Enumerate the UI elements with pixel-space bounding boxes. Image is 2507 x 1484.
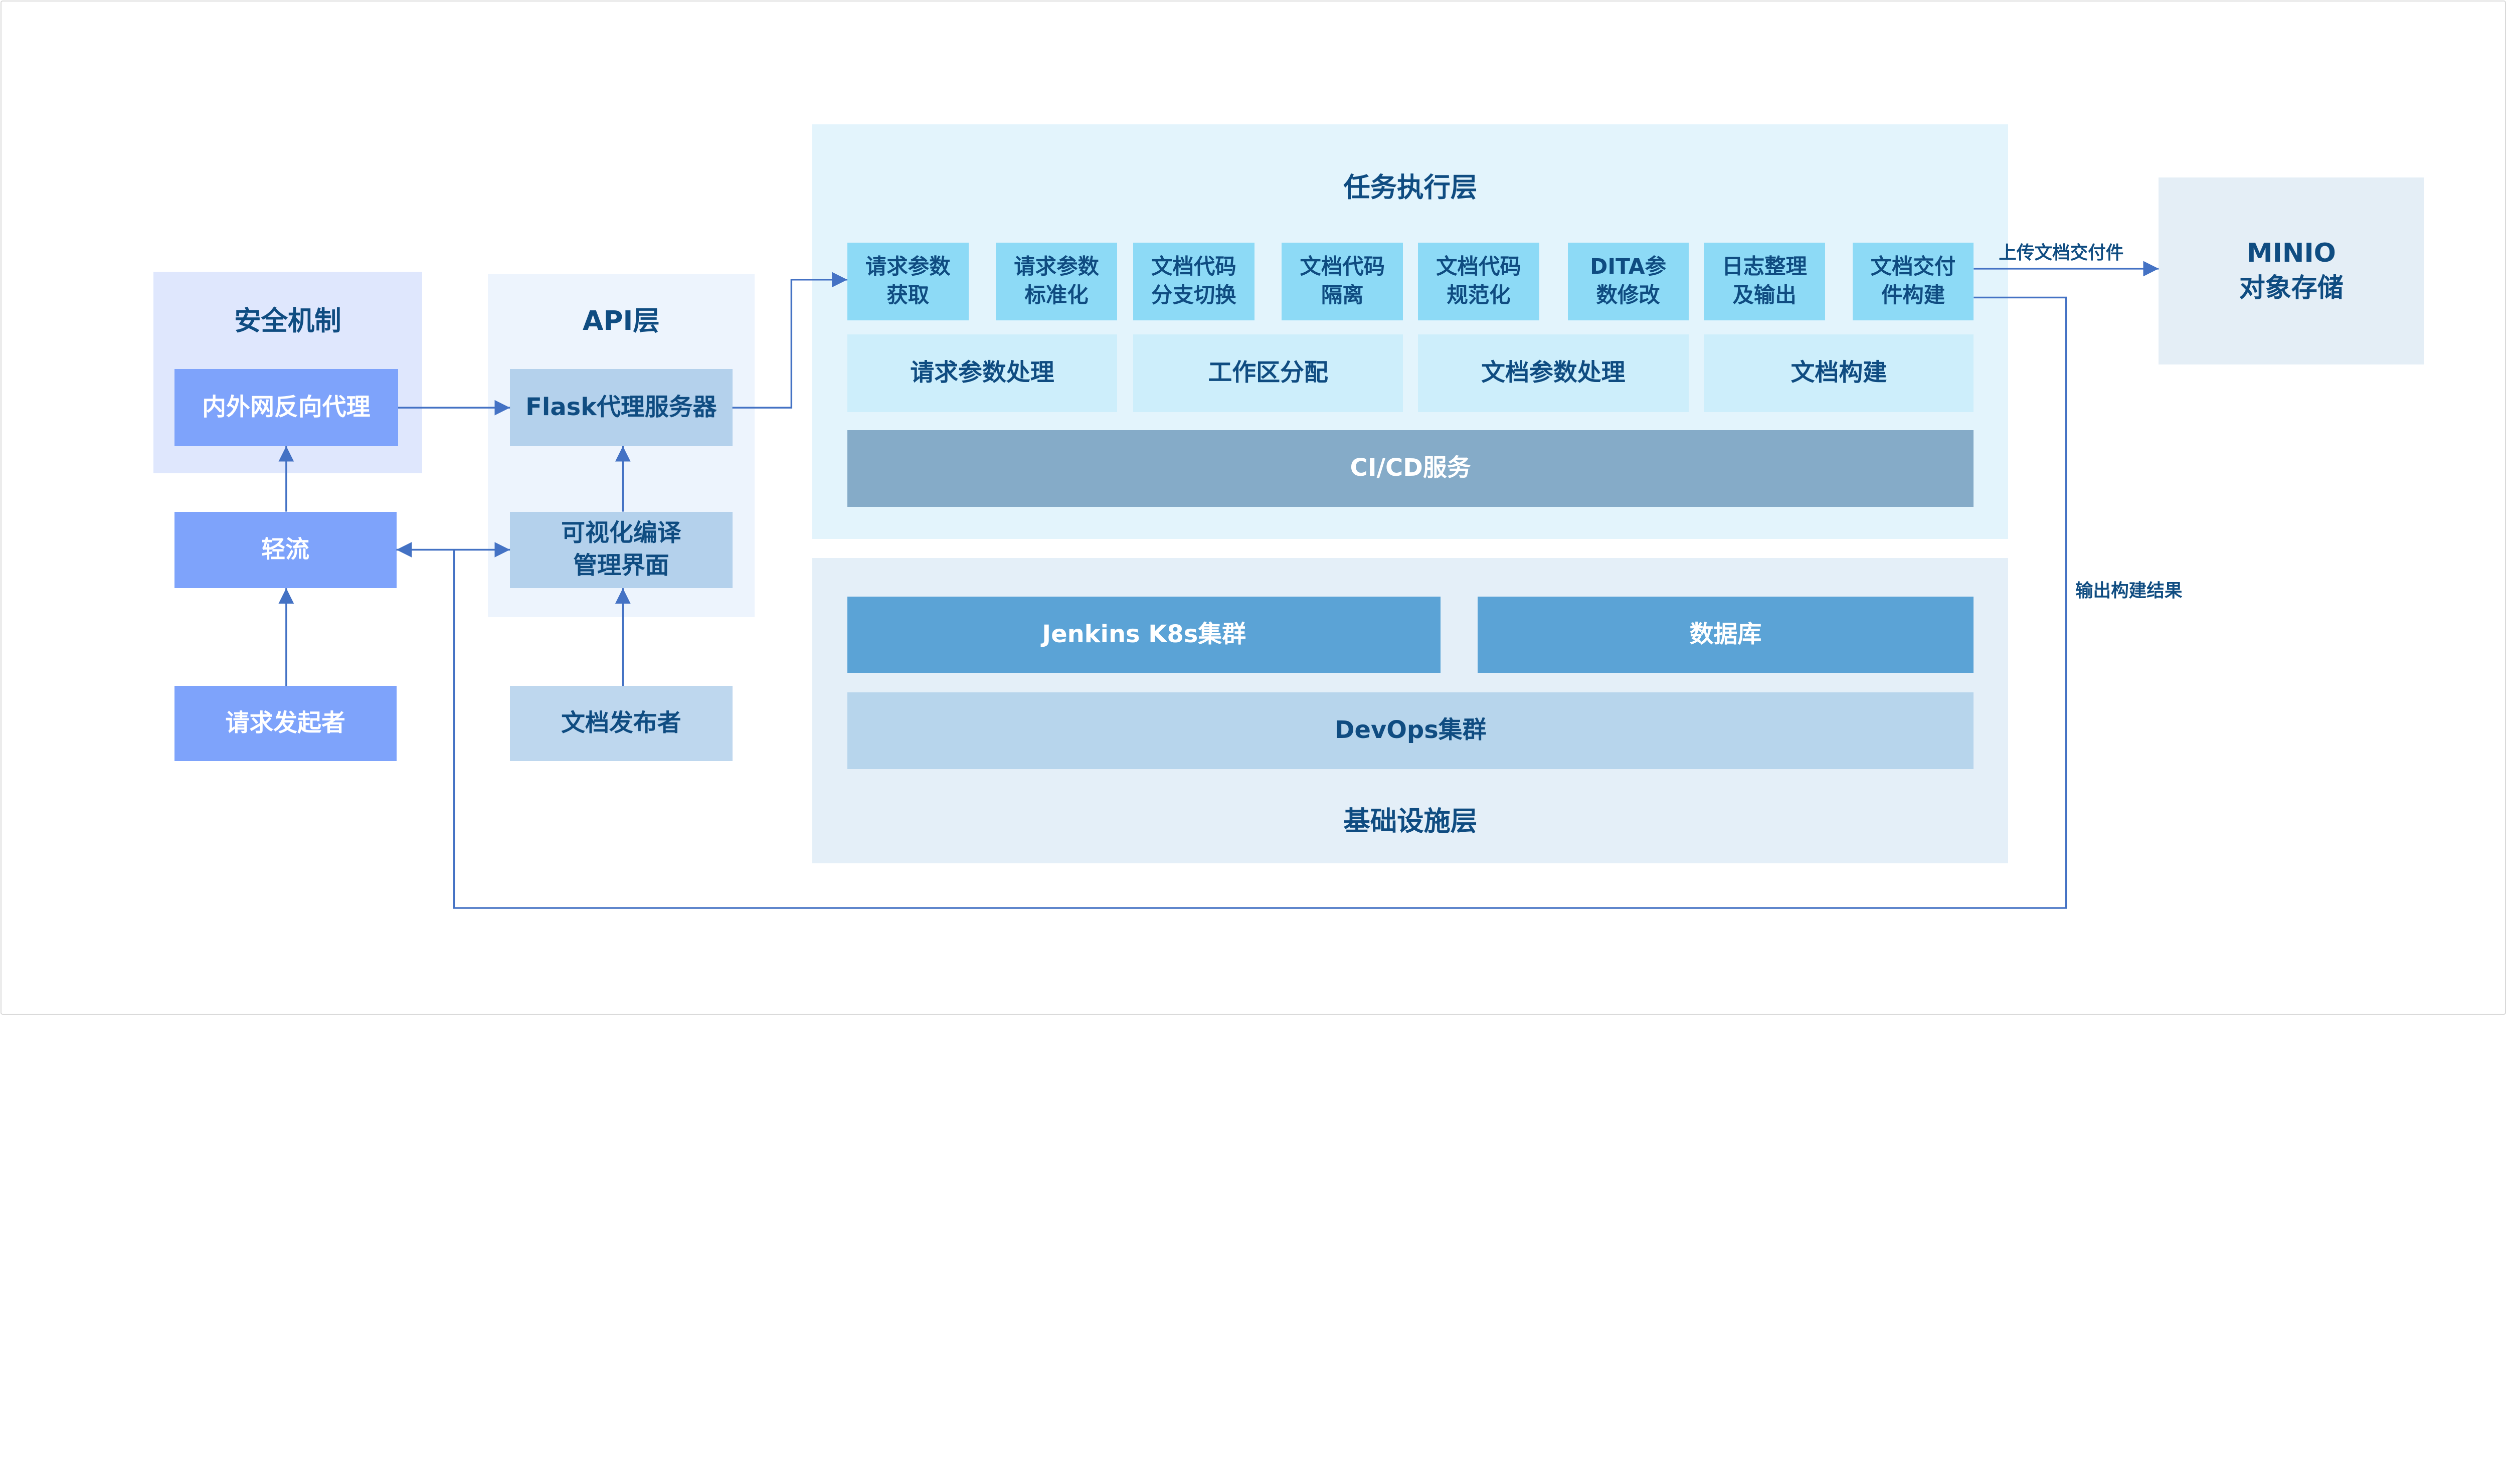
api-title: API层 bbox=[583, 304, 660, 336]
flask-proxy-node: Flask代理服务器 bbox=[510, 369, 733, 446]
step-node: 文档代码 规范化 bbox=[1418, 242, 1539, 320]
step-node: 日志整理 及输出 bbox=[1704, 242, 1825, 320]
infra-layer-title: 基础设施层 bbox=[1343, 805, 1478, 837]
devops-cluster-node: DevOps集群 bbox=[847, 692, 1974, 769]
step-node: DITA参 数修改 bbox=[1567, 242, 1689, 320]
database-node: 数据库 bbox=[1477, 596, 1974, 673]
step-node: 请求参数 标准化 bbox=[996, 242, 1117, 320]
architecture-diagram: 安全机制 内外网反向代理 轻流 请求发起者 API层 Flask代理服务器 可视… bbox=[0, 0, 2507, 1016]
upload-edge-label: 上传文档交付件 bbox=[1999, 242, 2124, 263]
edge-output-result bbox=[453, 296, 2067, 909]
visual-compile-ui-node: 可视化编译 管理界面 bbox=[510, 511, 733, 589]
stage-node: 文档参数处理 bbox=[1418, 334, 1689, 413]
connectors bbox=[278, 261, 2159, 909]
edge-flask-to-task bbox=[732, 272, 847, 409]
publisher-node: 文档发布者 bbox=[510, 686, 733, 762]
output-edge-label: 输出构建结果 bbox=[2075, 580, 2183, 601]
cicd-service-node: CI/CD服务 bbox=[847, 430, 1974, 507]
step-node: 请求参数 获取 bbox=[847, 242, 969, 320]
frame bbox=[1, 1, 2506, 1015]
requester-node: 请求发起者 bbox=[174, 686, 397, 762]
reverse-proxy-node: 内外网反向代理 bbox=[174, 369, 398, 446]
qingliu-node: 轻流 bbox=[174, 511, 397, 589]
minio-storage-node: MINIO 对象存储 bbox=[2159, 177, 2424, 364]
jenkins-node: Jenkins K8s集群 bbox=[847, 596, 1441, 673]
stage-node: 文档构建 bbox=[1704, 334, 1974, 413]
stage-node: 工作区分配 bbox=[1133, 334, 1403, 413]
step-node: 文档代码 分支切换 bbox=[1133, 242, 1255, 320]
stage-node: 请求参数处理 bbox=[847, 334, 1117, 413]
step-node: 文档代码 隔离 bbox=[1282, 242, 1403, 320]
task-layer-title: 任务执行层 bbox=[1343, 171, 1478, 203]
security-title: 安全机制 bbox=[234, 304, 341, 336]
step-node: 文档交付 件构建 bbox=[1852, 242, 1974, 320]
